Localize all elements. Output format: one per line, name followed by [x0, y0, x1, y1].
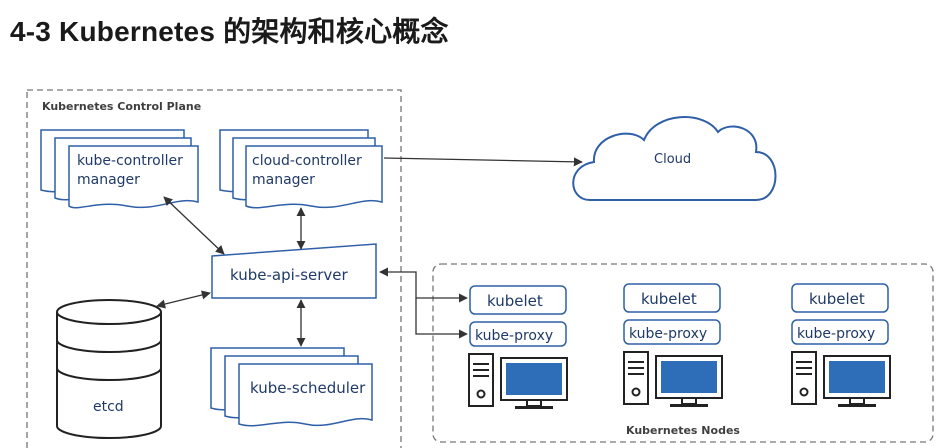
cloud-controller-manager-label-1: cloud-controller: [252, 153, 362, 169]
kube-scheduler-box: [210, 347, 373, 427]
etcd-label: etcd: [93, 399, 124, 415]
kube-proxy-box-1: [469, 321, 567, 347]
nodes-label: Kubernetes Nodes: [626, 424, 740, 437]
kube-controller-manager-label-2: manager: [77, 172, 140, 188]
node-computer-1: [468, 353, 568, 410]
node-computer-3: [791, 351, 891, 408]
kube-controller-manager-label-1: kube-controller: [77, 153, 183, 169]
kube-proxy-box-2: [623, 319, 721, 345]
page-title: 4-3 Kubernetes 的架构和核心概念: [10, 16, 449, 47]
kube-api-server-label: kube-api-server: [230, 266, 349, 284]
arrow-to-cloud: [383, 157, 583, 167]
kube-controller-manager-box: [40, 129, 199, 209]
cloud-controller-manager-box: [219, 129, 383, 209]
kube-proxy-label-1: kube-proxy: [475, 328, 553, 344]
kube-proxy-label-2: kube-proxy: [629, 326, 707, 342]
kube-api-server-box: [211, 243, 377, 299]
arrow-controller-api: [163, 196, 225, 255]
kubelet-label-3: kubelet: [809, 290, 865, 308]
kubelet-box-3: [791, 283, 889, 313]
kube-scheduler-label: kube-scheduler: [250, 379, 366, 397]
control-plane-label: Kubernetes Control Plane: [42, 100, 201, 113]
kubelet-label-2: kubelet: [641, 290, 697, 308]
nodes-frame: [432, 263, 934, 443]
kube-proxy-label-3: kube-proxy: [797, 326, 875, 342]
kubelet-box-1: [469, 285, 567, 315]
cloud-controller-manager-label-2: manager: [252, 172, 315, 188]
cloud-shape: [572, 116, 777, 201]
node-computer-2: [623, 351, 723, 408]
etcd-database: [56, 299, 162, 439]
arrow-etcd-api: [156, 290, 211, 309]
cloud-label: Cloud: [654, 152, 691, 167]
kubelet-box-2: [623, 283, 721, 313]
arrow-api-kubeproxy: [415, 298, 468, 339]
kubelet-label-1: kubelet: [487, 292, 543, 310]
arrow-api-kubelet: [379, 267, 468, 303]
kube-proxy-box-3: [791, 319, 889, 345]
